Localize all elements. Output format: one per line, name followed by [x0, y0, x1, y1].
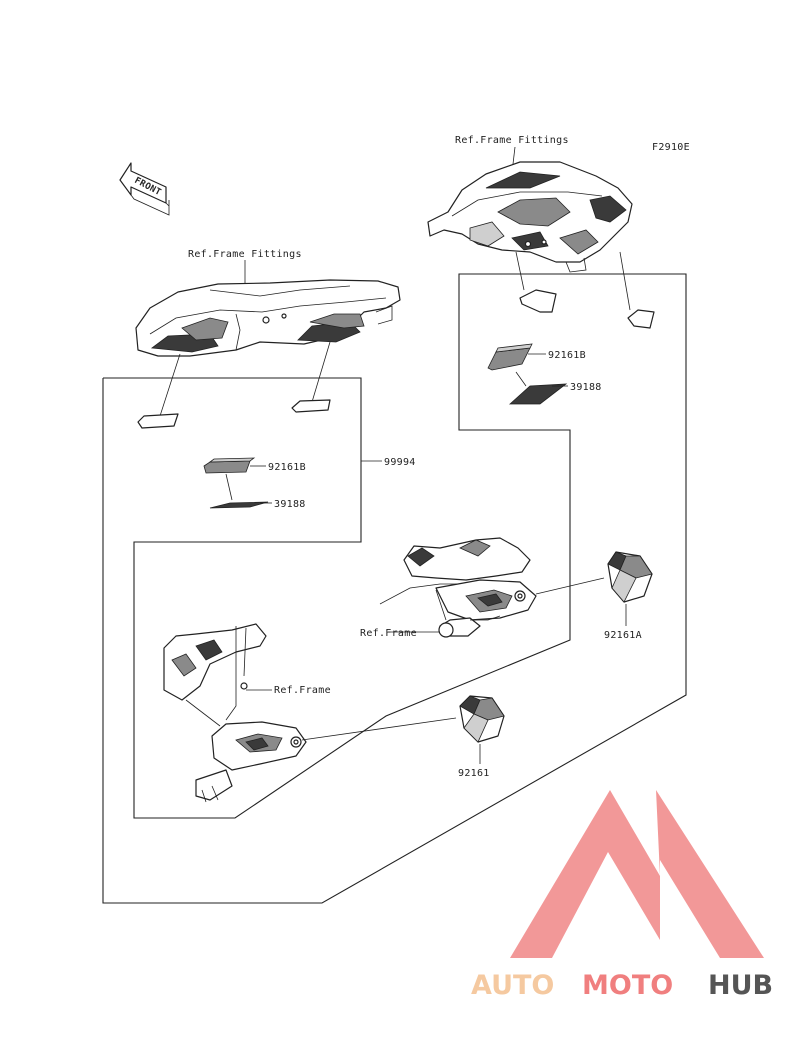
slider-left-part-number: 92161 [458, 768, 490, 779]
watermark-word-hub: HUB [708, 970, 773, 1001]
right-sheet-part-number: 39188 [570, 382, 602, 393]
ref-frame-label-left: Ref.Frame [274, 685, 331, 696]
watermark-logo-icon [510, 790, 764, 958]
right-sheet-39188 [508, 383, 568, 405]
right-frame-pad-b [627, 309, 655, 329]
kit-boundary [102, 273, 687, 904]
left-pad-part-number: 92161B [268, 462, 306, 473]
ref-frame-fittings-label-right: Ref.Frame Fittings [455, 135, 569, 146]
slider-right-leader [535, 577, 605, 595]
ref-frame-fittings-label-left: Ref.Frame Fittings [188, 249, 302, 260]
right-frame-pad-a [519, 289, 557, 313]
watermark-word-auto: AUTO [471, 970, 554, 1001]
slider-92161A [607, 551, 653, 603]
slider-left-leader [301, 717, 457, 741]
right-frame-section [379, 537, 537, 638]
left-pad-92161B [203, 457, 256, 474]
kit-part-number: 99994 [384, 457, 416, 468]
left-frame-pad-a [137, 413, 179, 429]
front-arrow-icon: FRONT [119, 162, 170, 216]
right-frame-fitting: Ref.Frame Fittings [427, 135, 633, 273]
slider-92161 [459, 695, 505, 743]
slider-right-part-number: 92161A [604, 630, 642, 641]
left-frame-section [163, 623, 307, 803]
ref-frame-label-right: Ref.Frame [360, 628, 417, 639]
left-sheet-part-number: 39188 [274, 499, 306, 510]
diagram-code: F2910E [652, 142, 690, 153]
left-sheet-39188 [209, 501, 269, 509]
left-frame-pad-b [291, 399, 331, 413]
right-pad-92161B [487, 343, 533, 371]
watermark-word-moto: MOTO [582, 970, 673, 1001]
right-pad-part-number: 92161B [548, 350, 586, 361]
left-frame-fitting: Ref.Frame Fittings [135, 249, 401, 357]
